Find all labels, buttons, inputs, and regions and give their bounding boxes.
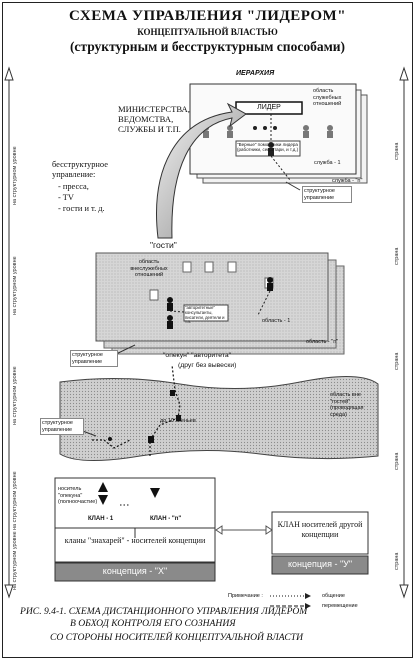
area-1-label: область - 1 <box>262 318 291 324</box>
structural-label-top: структурное управление <box>302 186 352 203</box>
structureless-item-guests: - гости и т. д. <box>58 204 105 213</box>
guardians-sub-label: (друг без вывески) <box>178 362 237 369</box>
ministries-label: МИНИСТЕРСТВА, ВЕДОМСТВА, СЛУЖБЫ И Т.П. <box>118 104 190 134</box>
concept-y-label: концепция - "У" <box>287 559 353 569</box>
nonservice-area-label: область внеслужебных отношений <box>130 259 168 278</box>
right-label-5: страна <box>394 552 400 570</box>
clan-block-x <box>54 477 216 582</box>
left-label-1: на структурном уровне <box>12 146 18 205</box>
legend-title: Примечание : <box>228 593 263 599</box>
area-n-label: область - "n" <box>306 339 339 345</box>
figure-caption-line2: В ОБХОД КОНТРОЛЯ ЕГО СОЗНАНИЯ <box>70 618 236 629</box>
legend-movement: перемещение <box>322 603 358 609</box>
clan-1-label: КЛАН - 1 <box>88 516 114 522</box>
diagram-subtitle-1: КОНЦЕПТУАЛЬНОЙ ВЛАСТЬЮ <box>137 27 278 37</box>
concept-x-label: концепция - "X" <box>102 566 168 576</box>
other-clan-label: КЛАН носителей другой концепции <box>277 520 363 539</box>
clan-connection <box>215 525 273 535</box>
service-1-label: служба - 1 <box>314 160 341 166</box>
structureless-item-press: - пресса, <box>58 182 89 191</box>
diagram-title: СХЕМА УПРАВЛЕНИЯ "ЛИДЕРОМ" <box>68 8 347 24</box>
influence-arrow <box>156 102 247 239</box>
right-label-1: страна <box>394 142 400 160</box>
guests-label: "гости" <box>150 240 177 250</box>
diagram-subtitle-2: (структурным и бесструктурным способами) <box>69 39 346 54</box>
left-label-3: на структурном уровне <box>12 366 18 425</box>
advisors-note: "авторитетные" консультанты, писатели, д… <box>185 305 225 325</box>
carrier-label: носитель "опекуна" (полноочастие) <box>58 486 98 505</box>
left-label-5: на структурном уровне <box>12 531 18 590</box>
service-n-label: служба - "n" <box>332 178 363 184</box>
hierarchy-label: ИЕРАРХИЯ <box>236 70 275 77</box>
right-side-arrow <box>399 66 409 599</box>
structural-label-middle: структурное управление <box>70 350 118 367</box>
guardians-label: "опекун" "авторитета" <box>163 352 232 359</box>
hierarchy-block <box>189 83 368 184</box>
nonservice-block <box>95 252 345 355</box>
right-label-2: страна <box>394 247 400 265</box>
clan-block-y <box>271 511 369 575</box>
structural-label-lower: структурное управление <box>40 418 84 435</box>
structureless-title: бесструктурное управление: <box>52 160 108 179</box>
left-label-4: на структурном уровне <box>12 471 18 530</box>
chain-length-label: до 10 звеньев <box>160 418 196 424</box>
left-side-arrow <box>4 66 14 599</box>
helpers-note: "Верные" помощники лидера (работники, се… <box>237 142 299 152</box>
service-area-label: область служебных отношений <box>313 88 342 107</box>
right-label-3: страна <box>394 352 400 370</box>
chain-links <box>92 364 181 456</box>
right-label-4: страна <box>394 452 400 470</box>
left-label-2: на структурном уровне <box>12 256 18 315</box>
clans-carriers-label: кланы "знахарей" - носителей концепции <box>64 536 206 545</box>
clan-n-label: КЛАН - "n" <box>150 516 182 522</box>
guests-area-band <box>59 376 379 461</box>
figure-caption-line1: РИС. 9.4-1. СХЕМА ДИСТАНЦИОННОГО УПРАВЛЕ… <box>20 606 308 617</box>
figure-caption-line3: СО СТОРОНЫ НОСИТЕЛЕЙ КОНЦЕПТУАЛЬНОЙ ВЛАС… <box>50 632 304 643</box>
legend <box>270 593 311 609</box>
guests-outer-area-label: область вне "гостей" (проводящая среда) <box>330 392 364 418</box>
leader-label: ЛИДЕР <box>257 104 281 111</box>
structureless-item-tv: - TV <box>58 193 74 202</box>
legend-communication: общение <box>322 593 345 599</box>
